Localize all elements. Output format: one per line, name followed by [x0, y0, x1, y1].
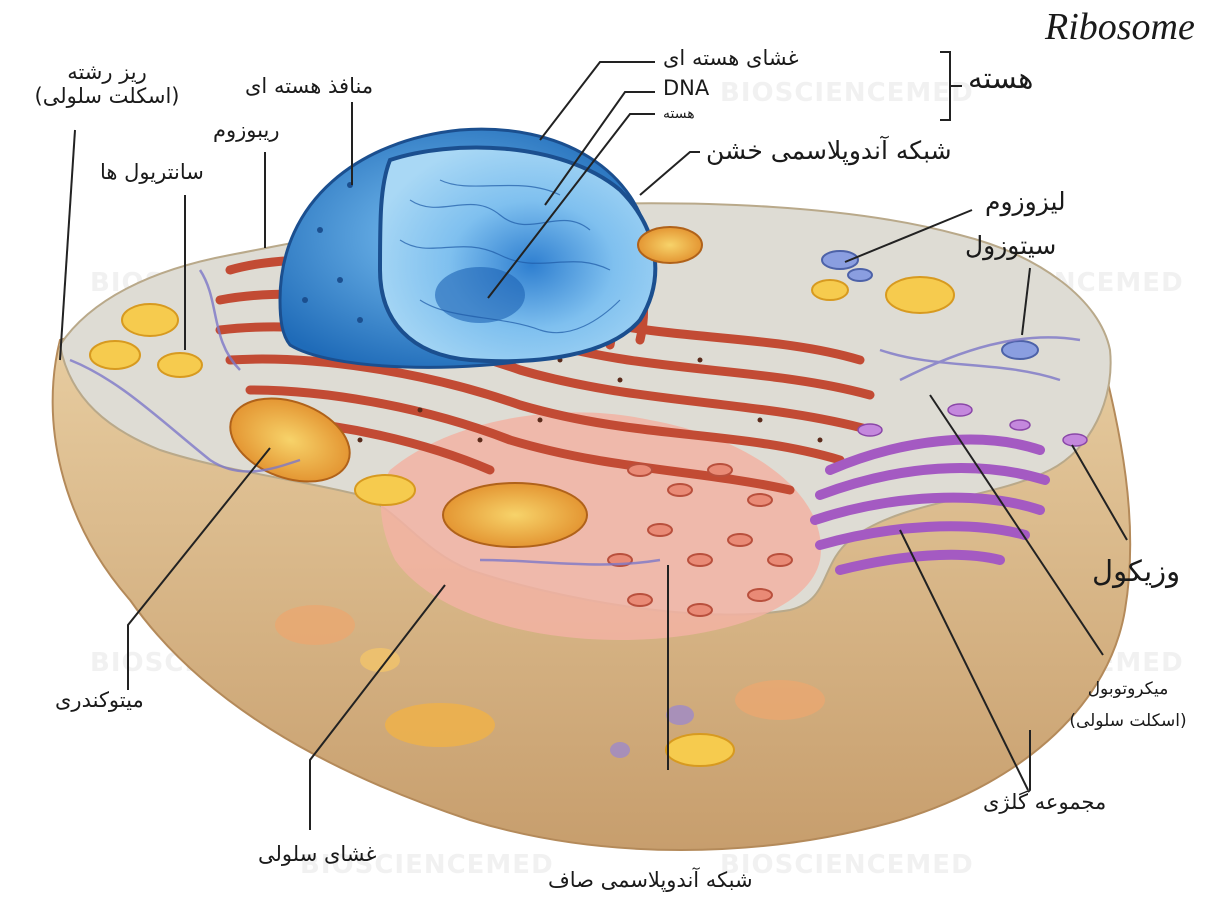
label-dna: DNA [663, 76, 709, 100]
label-microfilament: ریز رشته (اسکلت سلولی) [12, 60, 202, 108]
label-nuclear-pores: منافذ هسته ای [245, 74, 373, 98]
label-nucleus-group: هسته [968, 62, 1033, 95]
label-cell-membrane: غشای سلولی [258, 842, 377, 866]
label-vesicle: وزیکول [1092, 555, 1180, 588]
label-smooth-er: شبکه آندوپلاسمی صاف [548, 868, 753, 892]
leader-rough-er [640, 152, 700, 195]
nucleolus [435, 267, 525, 323]
label-golgi: مجموعه گلژی [983, 790, 1106, 814]
label-microfilament-line2: (اسکلت سلولی) [12, 84, 202, 108]
label-microfilament-line1: ریز رشته [12, 60, 202, 84]
label-microtubule: میکروتوبول (اسکلت سلولی) [1058, 680, 1198, 731]
label-cytosol: سیتوزول [965, 232, 1056, 261]
label-microtubule-line1: میکروتوبول [1058, 680, 1198, 700]
label-microtubule-line2: (اسکلت سلولی) [1058, 712, 1198, 732]
label-nuclear-envelope: غشای هسته ای [663, 46, 799, 70]
label-lysosome: لیزوزوم [985, 188, 1066, 217]
label-ribosome: ریبوزوم [213, 118, 279, 142]
label-mitochondria: میتوکندری [55, 688, 144, 712]
nucleus [280, 129, 655, 367]
label-nucleolus: هسته [663, 106, 695, 122]
diagram-title: Ribosome [1045, 6, 1195, 50]
leader-microfilament [60, 130, 75, 360]
label-rough-er: شبکه آندوپلاسمی خشن [706, 137, 952, 166]
nucleus-bracket [940, 52, 950, 120]
label-centrioles: سانتریول ها [100, 160, 204, 184]
leader-nuclear-envelope [540, 62, 655, 140]
